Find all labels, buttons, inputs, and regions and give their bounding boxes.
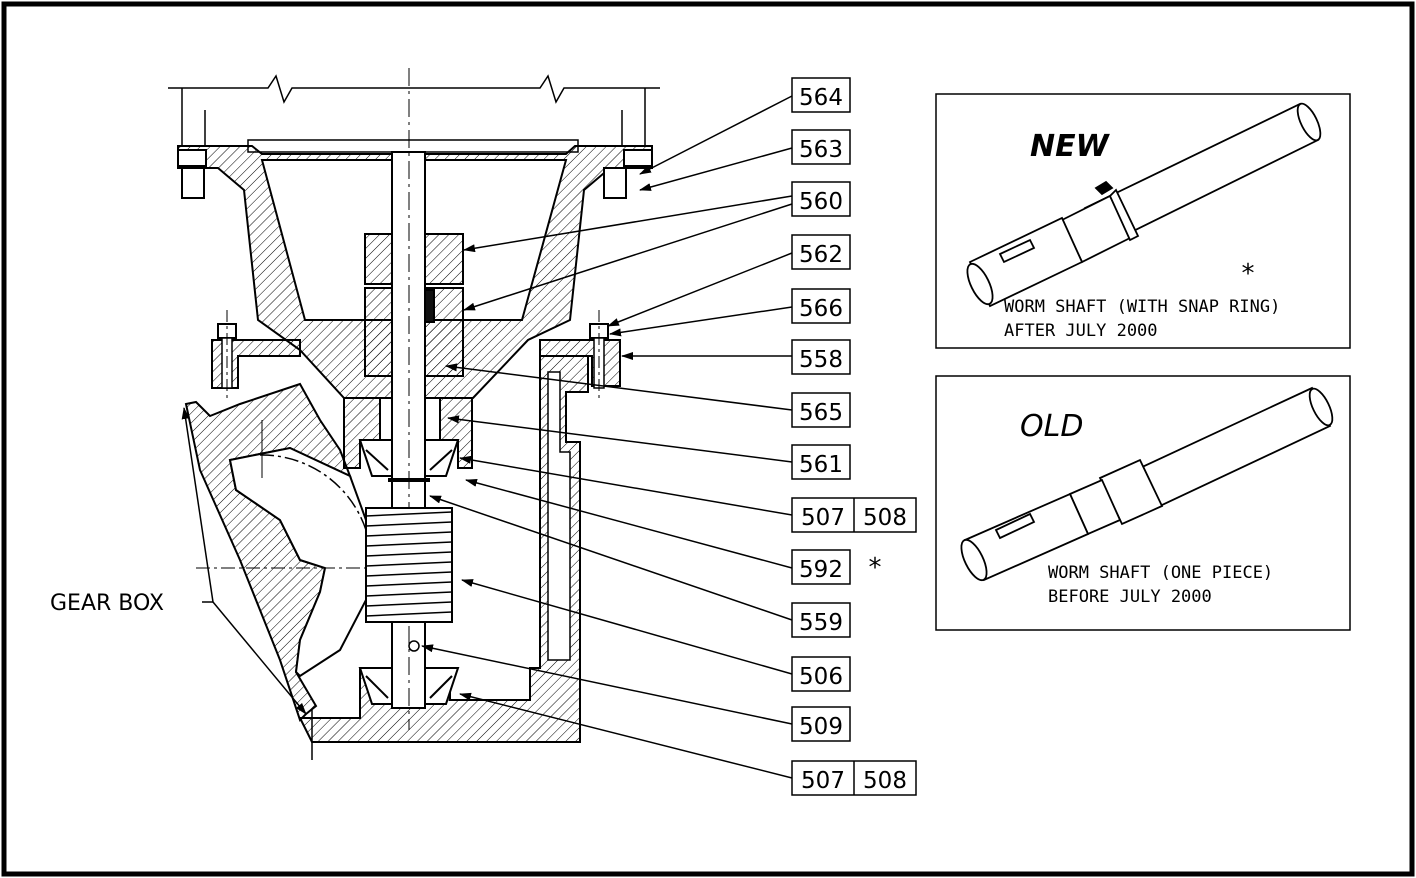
old-worm-shaft-illustration (960, 386, 1334, 582)
callout-565: 565 (791, 392, 851, 428)
callout-label: 507 (801, 768, 845, 794)
new-title: NEW (1030, 129, 1111, 164)
callout-label: 565 (799, 400, 843, 426)
callout-label: 563 (799, 137, 843, 163)
new-worm-shaft-panel: NEW * WORM SHAFT (WITH SNAP RING) AFTER … (935, 93, 1351, 349)
old-title: OLD (1020, 409, 1083, 444)
gearbox-assembly (168, 68, 660, 760)
old-caption-line-2: BEFORE JULY 2000 (1048, 587, 1212, 607)
asterisk-mark: * (1242, 259, 1255, 289)
callout-507-508-lower: 507 508 (791, 760, 917, 796)
callout-566: 566 (791, 288, 851, 324)
callout-558: 558 (791, 339, 851, 375)
callout-563: 563 (791, 129, 851, 165)
callout-label: 509 (799, 714, 843, 740)
leader-lines (181, 95, 793, 779)
callout-label: 560 (799, 189, 843, 215)
asterisk-mark: * (869, 553, 882, 583)
callout-label: 506 (799, 664, 843, 690)
callout-label: 562 (799, 242, 843, 268)
new-caption-line-1: WORM SHAFT (WITH SNAP RING) (1004, 297, 1280, 317)
callout-label: 592 (799, 557, 843, 583)
callout-label: 564 (799, 85, 843, 111)
callout-label: 566 (799, 296, 843, 322)
gear-box-label: GEAR BOX (50, 591, 164, 616)
new-caption-line-2: AFTER JULY 2000 (1004, 321, 1158, 341)
callout-561: 561 (791, 444, 851, 480)
old-caption-line-1: WORM SHAFT (ONE PIECE) (1048, 563, 1273, 583)
callout-592: 592 * (791, 549, 882, 585)
callout-label: 559 (799, 610, 843, 636)
callout-564: 564 (791, 77, 851, 113)
callout-label: 508 (863, 768, 907, 794)
callout-509: 509 (791, 706, 851, 742)
callout-562: 562 (791, 234, 851, 270)
callout-507-508-upper: 507 508 (791, 497, 917, 533)
callout-label: 558 (799, 347, 843, 373)
old-worm-shaft-panel: OLD WORM SHAFT (ONE PIECE) BEFORE JULY 2… (935, 375, 1351, 631)
callout-label: 508 (863, 505, 907, 531)
callout-label: 507 (801, 505, 845, 531)
callout-559: 559 (791, 602, 851, 638)
new-worm-shaft-illustration (966, 102, 1322, 308)
callout-560: 560 (791, 181, 851, 217)
callout-label: 561 (799, 452, 843, 478)
callout-506: 506 (791, 656, 851, 692)
